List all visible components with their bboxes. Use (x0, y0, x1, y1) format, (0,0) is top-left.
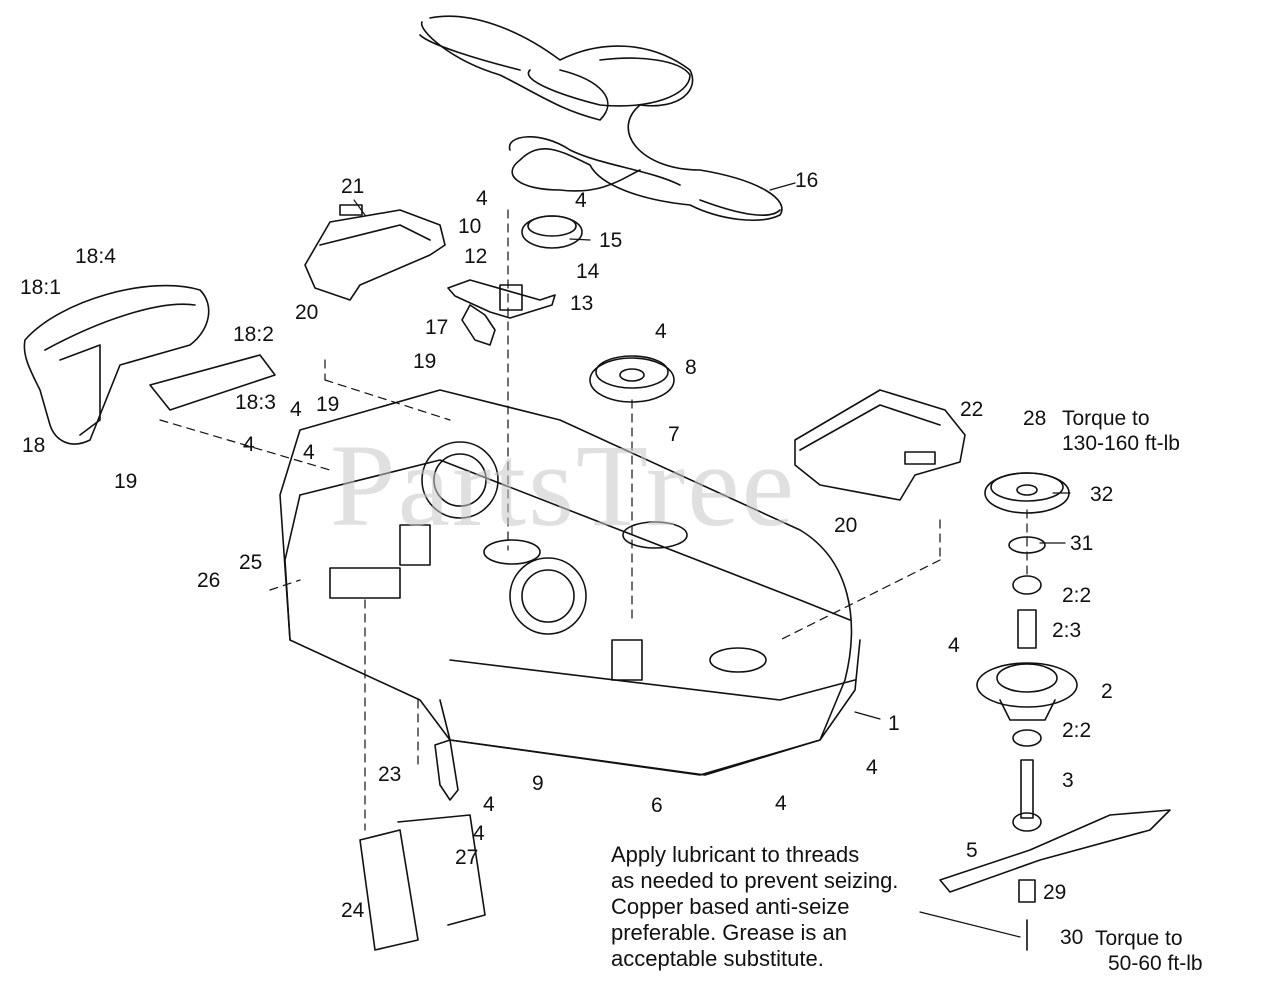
callout-label: 23 (378, 763, 401, 786)
callout-label: 4 (483, 793, 495, 816)
baffle-part (359, 739, 486, 951)
callout-label: 4 (290, 398, 302, 421)
callout-label: 2:2 (1062, 584, 1091, 607)
callout-label: 9 (532, 772, 544, 795)
callout-label: 12 (464, 245, 487, 268)
callout-label: 29 (1043, 881, 1066, 904)
callout-label: 1 (888, 712, 900, 735)
note-line: Copper based anti-seize (611, 894, 850, 919)
callout-label: 20 (834, 514, 857, 537)
callout-label: 20 (295, 301, 318, 324)
mower-deck-part (279, 389, 861, 776)
callout-label: 22 (960, 398, 983, 421)
callout-label: 18 (22, 434, 45, 457)
lubricant-note: Apply lubricant to threads as needed to … (611, 842, 898, 972)
callout-label: 2 (1101, 680, 1113, 703)
torque-line: 130-160 ft-lb (1062, 432, 1180, 455)
note-line: preferable. Grease is an (611, 920, 848, 945)
callout-label: 4 (473, 822, 485, 845)
callout-label: 4 (948, 634, 960, 657)
callout-label: 28 (1023, 407, 1046, 430)
callout-label: 31 (1070, 532, 1093, 555)
callout-label: 8 (685, 356, 697, 379)
callout-label: 4 (575, 189, 587, 212)
note-line: as needed to prevent seizing. (611, 868, 899, 893)
callout-label: 4 (655, 320, 667, 343)
callout-label: 15 (599, 229, 622, 252)
callout-label: 19 (316, 393, 339, 416)
idler-arm-part (447, 279, 556, 346)
callout-label: 2:2 (1062, 719, 1091, 742)
callout-label: 18:2 (233, 323, 274, 346)
spindle-part (939, 575, 1171, 951)
callout-label: 4 (866, 756, 878, 779)
callout-label: 7 (668, 423, 680, 446)
callout-label: 30 (1060, 926, 1083, 949)
callout-label: 6 (651, 794, 663, 817)
callout-label: 18:4 (75, 245, 116, 268)
callout-label: 10 (458, 215, 481, 238)
callout-label: 27 (455, 846, 478, 869)
callout-label: 13 (570, 292, 593, 315)
belt-part (419, 15, 783, 221)
note-line: acceptable substitute. (611, 946, 824, 971)
torque-line: 50-60 ft-lb (1108, 952, 1203, 975)
callout-label: 21 (341, 175, 364, 198)
callout-label: 16 (795, 169, 818, 192)
callout-label: 25 (239, 551, 262, 574)
deck-shield-part (794, 389, 966, 501)
callout-label: 18:3 (235, 391, 276, 414)
callout-label: 4 (775, 792, 787, 815)
callout-label: 18:1 (20, 276, 61, 299)
callout-label: 4 (303, 441, 315, 464)
callout-label: 24 (341, 899, 365, 922)
callout-label: 14 (576, 260, 600, 283)
callout-label: 2:3 (1052, 619, 1081, 642)
callout-label: 4 (243, 433, 255, 456)
note-line: Apply lubricant to threads (611, 842, 860, 867)
watermark: PartsTree (330, 420, 796, 551)
pulley-part (521, 215, 1070, 554)
callout-label: 19 (413, 350, 436, 373)
callout-label: 32 (1090, 483, 1113, 506)
callout-label: 3 (1062, 769, 1074, 792)
callout-label: 5 (966, 839, 978, 862)
torque-note-blade-bolt: Torque to 50-60 ft-lb (1095, 926, 1203, 976)
callout-label: 4 (476, 187, 488, 210)
callout-label: 26 (197, 569, 220, 592)
torque-note-spindle-nut: Torque to 130-160 ft-lb (1062, 406, 1180, 456)
callout-label: 17 (425, 316, 448, 339)
torque-line: Torque to (1095, 927, 1183, 950)
callout-label: 19 (114, 470, 137, 493)
torque-line: Torque to (1062, 407, 1150, 430)
discharge-chute-part (23, 284, 276, 445)
